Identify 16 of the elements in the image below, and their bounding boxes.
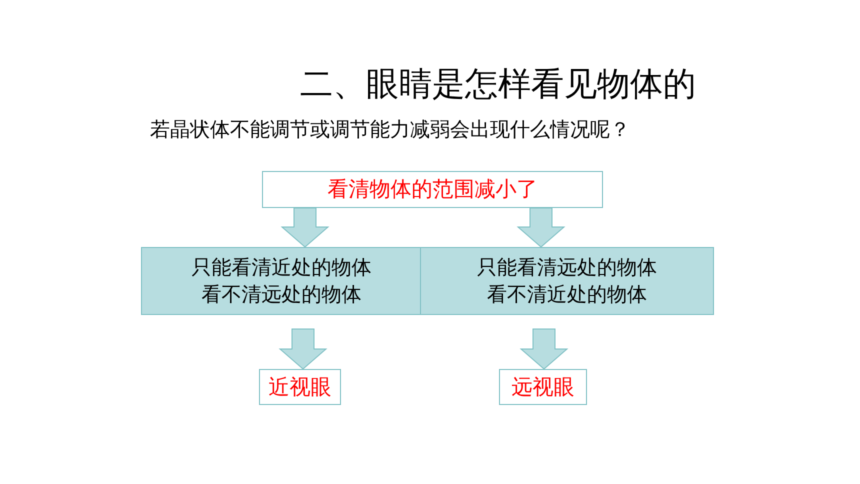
box-text: 远视眼 <box>510 374 576 401</box>
box-text: 只能看清近处的物体看不清远处的物体 <box>190 254 372 308</box>
slide-title: 二、眼睛是怎样看见物体的 <box>300 63 696 105</box>
block-arrow <box>280 208 330 248</box>
result-box <box>259 369 341 405</box>
box-text: 只能看清远处的物体看不清近处的物体 <box>476 254 658 308</box>
block-arrow <box>520 328 568 370</box>
box-text: 近视眼 <box>268 374 332 401</box>
description-box <box>420 247 714 315</box>
result-box <box>262 171 603 208</box>
box-text: 看清物体的范围减小了 <box>326 176 538 204</box>
question-text: 若晶状体不能调节或调节能力减弱会出现什么情况呢？ <box>150 116 630 143</box>
description-box <box>141 247 422 315</box>
result-box <box>499 369 587 405</box>
block-arrow <box>516 208 566 248</box>
block-arrow <box>278 328 328 370</box>
